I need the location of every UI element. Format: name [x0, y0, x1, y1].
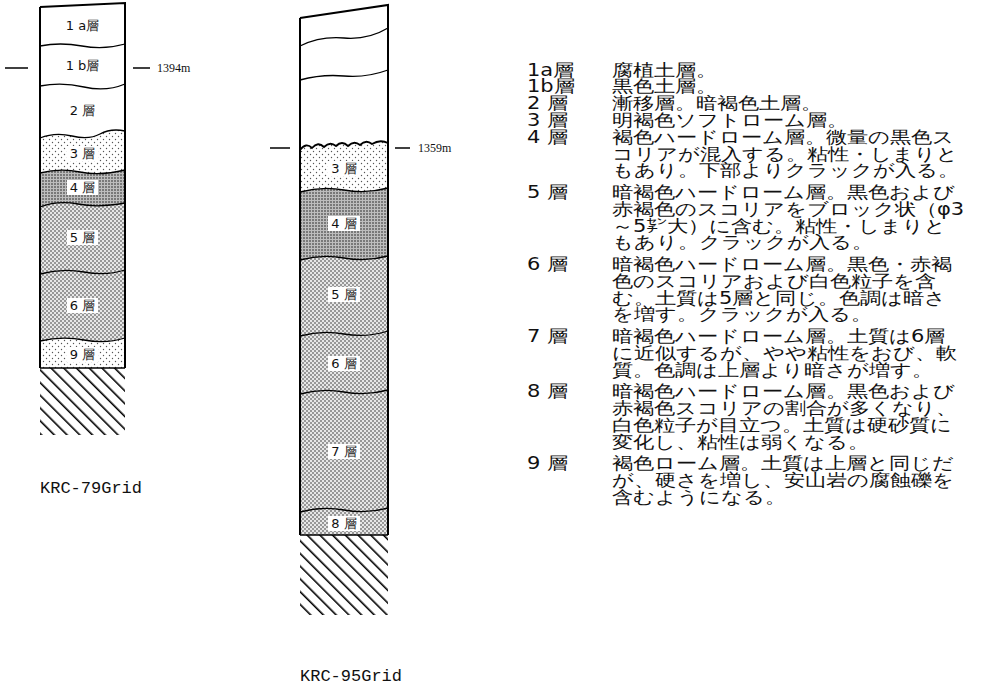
key-row: 3 層明褐色ソフトローム層。	[527, 112, 967, 129]
key-row: 1a層腐植土層。	[527, 62, 967, 79]
elevation-label: 1394m	[157, 61, 190, 75]
column-79-art	[5, 3, 150, 435]
layer-key: 1a層腐植土層。1b層黒色土層。2 層漸移層。暗褐色土層。3 層明褐色ソフトロー…	[527, 62, 967, 506]
layer-number: 8 層	[527, 384, 612, 451]
layer-description: 暗褐色ハードローム層。黒色および赤褐色のスコリアをブロック状（φ3～5㌢大）に含…	[612, 184, 967, 251]
soil-layer: 4 層	[300, 190, 388, 256]
layer-description: 暗褐色ハードローム層。黒色・赤褐色のスコリアおよび白色粒子を含む。土質は5層と同…	[612, 256, 967, 323]
key-row: 5 層暗褐色ハードローム層。黒色および赤褐色のスコリアをブロック状（φ3～5㌢大…	[527, 184, 967, 251]
key-row: 4 層褐色ハードローム層。微量の黒色スコリアが混入する。粘性・しまりともあり。下…	[527, 129, 967, 179]
soil-column: KRC-79Grid1 a層1 b層2 層3 層4 層5 層6 層9 層	[40, 3, 125, 435]
soil-layer: 1 b層	[40, 46, 125, 84]
layer-description: 暗褐色ハードローム層。土質は6層に近似するが、やや粘性をおび、軟質。色調は上層よ…	[612, 328, 967, 378]
soil-layer: 2 層	[40, 86, 125, 134]
key-row: 8 層暗褐色ハードローム層。黒色および赤褐色スコリアの割合が多くなり、白色粒子が…	[527, 384, 967, 451]
layer-description: 腐植土層。	[612, 62, 967, 79]
soil-layer: 7 層	[300, 394, 388, 508]
soil-layer: 9 層	[40, 341, 125, 368]
layer-label: 2 層	[67, 103, 98, 118]
key-row: 7 層暗褐色ハードローム層。土質は6層に近似するが、やや粘性をおび、軟質。色調は…	[527, 328, 967, 378]
soil-layer: 5 層	[300, 258, 388, 331]
key-row: 2 層漸移層。暗褐色土層。	[527, 96, 967, 113]
layer-number: 2 層	[527, 96, 612, 113]
layer-label: 1 b層	[63, 58, 103, 73]
soil-layer: 3 層	[40, 136, 125, 170]
key-row: 6 層暗褐色ハードローム層。黒色・赤褐色のスコリアおよび白色粒子を含む。土質は5…	[527, 256, 967, 323]
layer-label: 8 層	[328, 516, 359, 531]
column-title: KRC-95Grid	[300, 667, 402, 687]
soil-layer: 1 a層	[40, 7, 125, 44]
soil-layer: 4 層	[40, 172, 125, 203]
layer-number: 9 層	[527, 456, 612, 506]
layer-description: 褐色ハードローム層。微量の黒色スコリアが混入する。粘性・しまりともあり。下部より…	[612, 129, 967, 179]
layer-description: 明褐色ソフトローム層。	[612, 112, 967, 129]
layer-number: 7 層	[527, 328, 612, 378]
layer-description: 漸移層。暗褐色土層。	[612, 96, 967, 113]
column-95-art	[270, 5, 410, 615]
soil-layer: 8 層	[300, 512, 388, 535]
layer-number: 1a層	[527, 62, 612, 79]
layer-number: 3 層	[527, 112, 612, 129]
layer-label: 6 層	[67, 298, 98, 313]
layer-description: 褐色ローム層。土質は上層と同じだが、硬さを増し、安山岩の腐蝕礫を含むようになる。	[612, 456, 967, 506]
soil-layer: 6 層	[40, 272, 125, 338]
soil-layer: 5 層	[40, 205, 125, 270]
layer-label: 4 層	[328, 216, 359, 231]
layer-label: 6 層	[328, 356, 359, 371]
layer-number: 6 層	[527, 256, 612, 323]
layer-number: 1b層	[527, 79, 612, 96]
layer-label: 3 層	[67, 146, 98, 161]
layer-label: 7 層	[328, 444, 359, 459]
soil-layer: 6 層	[300, 336, 388, 390]
soil-column: KRC-95Grid3 層4 層5 層6 層7 層8 層	[300, 5, 388, 615]
key-row: 9 層褐色ローム層。土質は上層と同じだが、硬さを増し、安山岩の腐蝕礫を含むように…	[527, 456, 967, 506]
key-row: 1b層黒色土層。	[527, 79, 967, 96]
layer-number: 5 層	[527, 184, 612, 251]
soil-layer: 3 層	[300, 148, 388, 188]
layer-label: 1 a層	[63, 18, 102, 33]
layer-label: 3 層	[328, 161, 359, 176]
layer-description: 暗褐色ハードローム層。黒色および赤褐色スコリアの割合が多くなり、白色粒子が目立つ…	[612, 384, 967, 451]
layer-label: 9 層	[67, 347, 98, 362]
layer-label: 5 層	[67, 230, 98, 245]
elevation-label: 1359m	[418, 141, 451, 155]
layer-number: 4 層	[527, 129, 612, 179]
layer-description: 黒色土層。	[612, 79, 967, 96]
layer-label: 5 層	[328, 287, 359, 302]
column-title: KRC-79Grid	[40, 479, 142, 499]
layer-label: 4 層	[67, 180, 98, 195]
